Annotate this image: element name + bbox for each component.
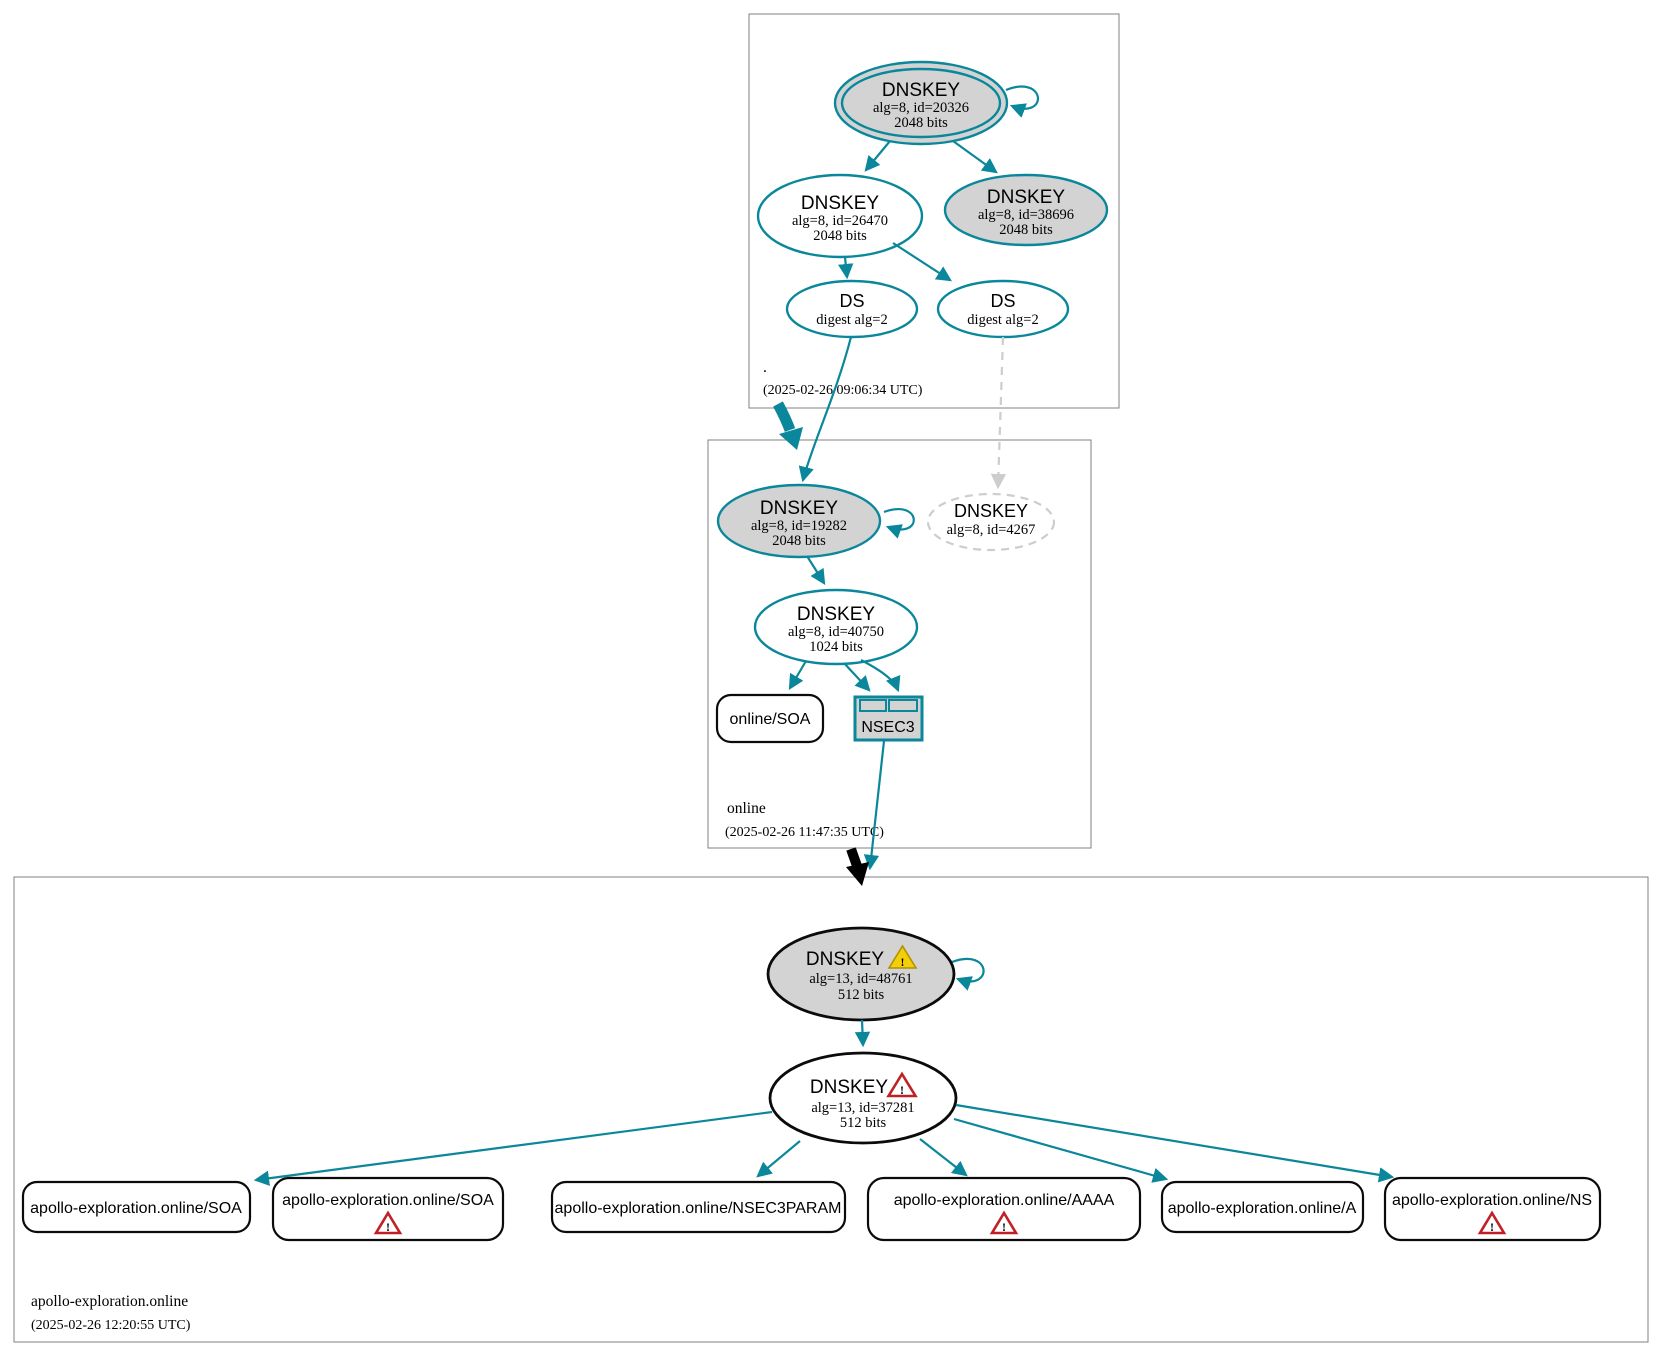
- edge-online-zsk-signs-nsec3-a: [843, 662, 871, 692]
- error-icon-exclamation: !: [386, 1220, 390, 1234]
- dnskey-apollo-zsk-detail: alg=13, id=37281: [811, 1100, 914, 1116]
- zone-timestamp-root: (2025-02-26 09:06:34 UTC): [763, 383, 923, 398]
- edge-root-ksk-signs-dnskey-38696: [952, 140, 998, 174]
- dnskey-online-ksk-title: DNSKEY: [760, 498, 838, 519]
- dnskey-node-root-zsk-26470[interactable]: [756, 173, 924, 259]
- dnskey-node-root-ksk-20326-inner-ring: [840, 67, 1002, 139]
- warning-icon: [887, 944, 918, 969]
- rrset-node-apollo-soa-error[interactable]: [271, 1176, 505, 1242]
- zone-root: DNSKEY alg=8, id=20326 2048 bits DNSKEY …: [756, 60, 1109, 398]
- ds2-detail: digest alg=2: [967, 312, 1038, 328]
- rrset-node-online-soa[interactable]: [715, 693, 825, 744]
- warning-icon-exclamation: !: [901, 955, 905, 969]
- rrset-online-soa-label: online/SOA: [730, 711, 811, 728]
- dnskey-root-ksk-title: DNSKEY: [882, 80, 960, 101]
- edge-ds2-missing-dnskey-4267: [990, 336, 1007, 490]
- dnskey-online-ksk-bits: 2048 bits: [772, 533, 826, 549]
- edge-apollo-zsk-signs-aaaa: [919, 1138, 968, 1177]
- dnskey-node-root-38696[interactable]: [943, 173, 1109, 247]
- dnskey-online-zsk-bits: 1024 bits: [809, 639, 863, 655]
- dnskey-online-ksk-detail: alg=8, id=19282: [751, 518, 847, 534]
- rrset-apollo-nsec3param-label: apollo-exploration.online/NSEC3PARAM: [555, 1200, 842, 1217]
- dnskey-root-38696-title: DNSKEY: [987, 187, 1065, 208]
- ds2-title: DS: [990, 291, 1015, 311]
- zone-label-online: online: [727, 800, 766, 817]
- error-icon-exclamation: !: [900, 1083, 904, 1097]
- dnskey-node-root-ksk-20326[interactable]: [833, 60, 1009, 146]
- rrset-node-apollo-aaaa[interactable]: [866, 1176, 1142, 1242]
- delegation-arrow-root-to-online-head: [779, 427, 803, 450]
- edge-online-ksk-signs-zsk: [806, 555, 826, 585]
- error-icon: [1477, 1210, 1507, 1235]
- delegation-arrow-online-to-apollo-shaft: [846, 847, 862, 868]
- dnskey-node-online-ksk-19282[interactable]: [716, 483, 882, 559]
- dnskey-root-zsk-detail: alg=8, id=26470: [792, 213, 888, 229]
- zone-online: DNSKEY alg=8, id=19282 2048 bits DNSKEY …: [715, 483, 1056, 840]
- rrset-node-apollo-ns[interactable]: [1383, 1176, 1602, 1242]
- edge-apollo-zsk-signs-soa: [253, 1110, 773, 1186]
- dnskey-node-online-zsk-40750[interactable]: [753, 588, 919, 666]
- error-icon: [886, 1071, 918, 1098]
- edge-online-zsk-signs-nsec3-b: [860, 659, 901, 693]
- edge-online-zsk-signs-soa: [788, 660, 807, 690]
- error-icon: [989, 1210, 1019, 1235]
- rrset-apollo-ns-label: apollo-exploration.online/NS: [1392, 1192, 1592, 1209]
- edge-root-ksk-signs-zsk-26470: [864, 140, 891, 172]
- edge-root-ksk-self-sign: [1005, 85, 1039, 118]
- dnskey-apollo-ksk-bits: 512 bits: [838, 987, 885, 1003]
- dnskey-online-missing-detail: alg=8, id=4267: [947, 522, 1036, 538]
- dnskey-apollo-zsk-bits: 512 bits: [840, 1115, 887, 1131]
- zone-timestamp-online: (2025-02-26 11:47:35 UTC): [725, 825, 884, 840]
- rrset-node-apollo-nsec3param[interactable]: [550, 1180, 847, 1234]
- edge-online-ksk-self-sign: [883, 508, 915, 539]
- rrset-apollo-a-label: apollo-exploration.online/A: [1168, 1200, 1357, 1217]
- dnskey-apollo-ksk-detail: alg=13, id=48761: [809, 971, 912, 987]
- dnskey-root-38696-bits: 2048 bits: [999, 222, 1053, 238]
- ds-node-online-1[interactable]: [785, 279, 919, 339]
- nsec3-label: NSEC3: [861, 719, 914, 736]
- rrset-apollo-aaaa-label: apollo-exploration.online/AAAA: [894, 1192, 1115, 1209]
- dnskey-apollo-zsk-title: DNSKEY: [810, 1077, 888, 1098]
- ds1-title: DS: [839, 291, 864, 311]
- zone-label-apollo: apollo-exploration.online: [31, 1293, 188, 1310]
- delegation-arrow-root-to-online-shaft: [773, 401, 796, 432]
- dnskey-online-zsk-title: DNSKEY: [797, 604, 875, 625]
- rrset-node-apollo-soa[interactable]: [21, 1180, 252, 1234]
- error-icon: [373, 1210, 403, 1235]
- zone-label-root: .: [763, 359, 767, 376]
- zone-timestamp-apollo: (2025-02-26 12:20:55 UTC): [31, 1318, 191, 1333]
- edge-root-zsk-signs-ds2: [892, 242, 952, 282]
- dnskey-online-zsk-detail: alg=8, id=40750: [788, 624, 884, 640]
- zone-apollo-exploration-online: DNSKEY ! alg=13, id=48761 512 bits DNSKE…: [21, 926, 1602, 1333]
- dnskey-root-zsk-title: DNSKEY: [801, 193, 879, 214]
- delegation-arrow-online-to-apollo-head: [846, 862, 869, 886]
- ds1-detail: digest alg=2: [816, 312, 887, 328]
- edge-ds1-authenticates-dnskey-19282: [798, 336, 853, 483]
- edge-apollo-zsk-signs-a: [953, 1117, 1169, 1183]
- rrset-node-apollo-a[interactable]: [1160, 1180, 1365, 1234]
- edge-apollo-ksk-self-sign: [951, 957, 985, 991]
- nsec3-record-cell-1: [859, 699, 887, 712]
- rrset-apollo-soa-error-label: apollo-exploration.online/SOA: [282, 1192, 494, 1209]
- dnskey-online-missing-title: DNSKEY: [954, 501, 1028, 521]
- nsec3-record-cell-2: [888, 699, 918, 712]
- edge-apollo-zsk-signs-ns: [955, 1103, 1395, 1183]
- dnskey-node-apollo-ksk-48761[interactable]: [766, 926, 956, 1022]
- dnskey-apollo-ksk-title: DNSKEY: [806, 949, 884, 970]
- dnskey-node-online-missing-4267[interactable]: [926, 492, 1056, 552]
- dnskey-root-38696-detail: alg=8, id=38696: [978, 207, 1074, 223]
- rrset-apollo-soa-label: apollo-exploration.online/SOA: [30, 1200, 242, 1217]
- edge-apollo-zsk-signs-nsec3param: [756, 1140, 801, 1178]
- edge-apollo-ksk-signs-zsk: [854, 1019, 871, 1048]
- dnskey-root-ksk-detail: alg=8, id=20326: [873, 100, 969, 116]
- edge-nsec3-proves-no-ds: [863, 740, 886, 871]
- error-icon-exclamation: !: [1002, 1220, 1006, 1234]
- error-icon-exclamation: !: [1490, 1220, 1494, 1234]
- dnskey-root-zsk-bits: 2048 bits: [813, 228, 867, 244]
- edge-root-zsk-signs-ds1: [838, 256, 854, 280]
- dnskey-root-ksk-bits: 2048 bits: [894, 115, 948, 131]
- dnskey-node-apollo-zsk-37281[interactable]: [768, 1051, 958, 1145]
